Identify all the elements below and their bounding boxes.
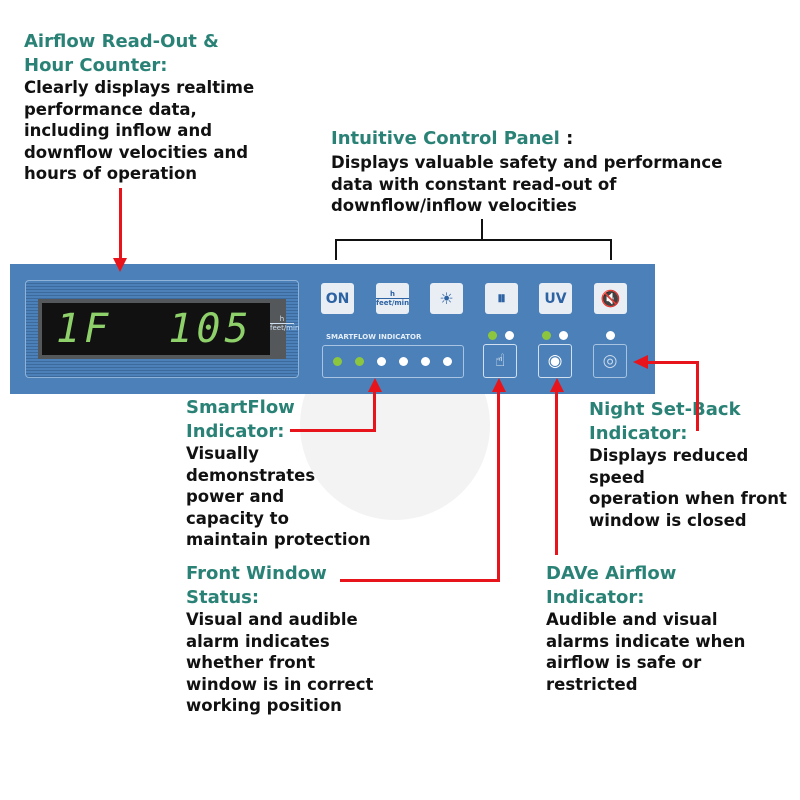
bracket-stem	[481, 219, 483, 240]
smartflow-label: SMARTFLOW INDICATOR	[326, 333, 422, 341]
night-arrow-h	[646, 361, 699, 364]
light-button[interactable]: ☀	[430, 283, 463, 314]
night-arrow	[696, 361, 699, 431]
smartflow-led	[377, 357, 386, 366]
arrowhead	[113, 258, 127, 272]
arrowhead	[633, 355, 648, 369]
smartflow-led	[443, 357, 452, 366]
mute-button[interactable]: 🔇	[594, 283, 627, 314]
on-button[interactable]: ON	[321, 283, 354, 314]
dave-arrow	[555, 390, 558, 555]
blower-icon: ◉	[538, 344, 572, 378]
front-arrow-v	[497, 390, 500, 582]
airflow-arrow	[119, 188, 122, 262]
smartflow-led	[399, 357, 408, 366]
control-body: Displays valuable safety and performance…	[331, 153, 723, 215]
smartflow-arrow-v	[373, 390, 376, 432]
pause-icon: ⏸	[497, 288, 506, 309]
dave-led	[559, 331, 568, 340]
night-led	[606, 331, 615, 340]
front-window-icon: ☝	[483, 344, 517, 378]
smartflow-indicator	[322, 345, 464, 378]
smartflow-arrow	[290, 429, 376, 432]
arrowhead	[492, 378, 506, 392]
pause-button[interactable]: ⏸	[485, 283, 518, 314]
arrowhead	[368, 378, 382, 392]
night-blower-icon: ◎	[593, 344, 627, 378]
front-window-led-green	[488, 331, 497, 340]
front-arrow	[340, 579, 500, 582]
uv-button[interactable]: UV	[539, 283, 572, 314]
mute-icon: 🔇	[600, 289, 621, 308]
airflow-title: Airflow Read-Out &Hour Counter:	[24, 31, 219, 76]
smartflow-led	[421, 357, 430, 366]
smartflow-led	[333, 357, 342, 366]
display-readout: 1F 105	[42, 303, 270, 355]
smartflow-led	[355, 357, 364, 366]
control-title: Intuitive Control Panel :	[331, 128, 574, 149]
arrowhead	[550, 378, 564, 392]
front-window-led	[505, 331, 514, 340]
bracket	[335, 239, 612, 241]
light-bulb-icon: ☀	[439, 289, 454, 308]
dave-led-green	[542, 331, 551, 340]
bracket-left	[335, 239, 337, 260]
bracket-right	[610, 239, 612, 260]
